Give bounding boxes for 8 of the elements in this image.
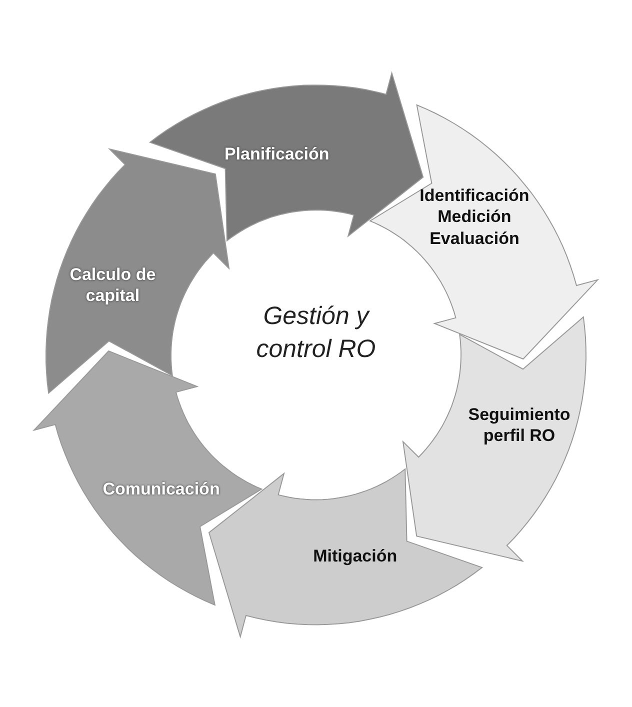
segment-label: Calculo de capital [68, 264, 157, 306]
segment-label: Seguimiento perfil RO [467, 404, 572, 446]
segment-label: Comunicación [102, 478, 221, 500]
segment-label: Identificación Medición Evaluación [418, 185, 530, 250]
center-title: Gestión y control RO [255, 301, 377, 364]
segment-label: Mitigación [312, 546, 398, 567]
cycle-arrow-segment [402, 316, 586, 562]
segment-label: Planificación [223, 143, 330, 164]
